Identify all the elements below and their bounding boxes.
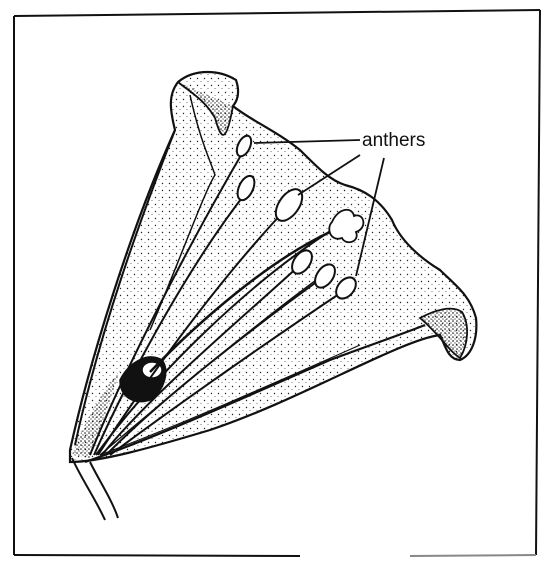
- anthers-label: anthers: [362, 130, 425, 151]
- flower-stalk: [72, 458, 118, 520]
